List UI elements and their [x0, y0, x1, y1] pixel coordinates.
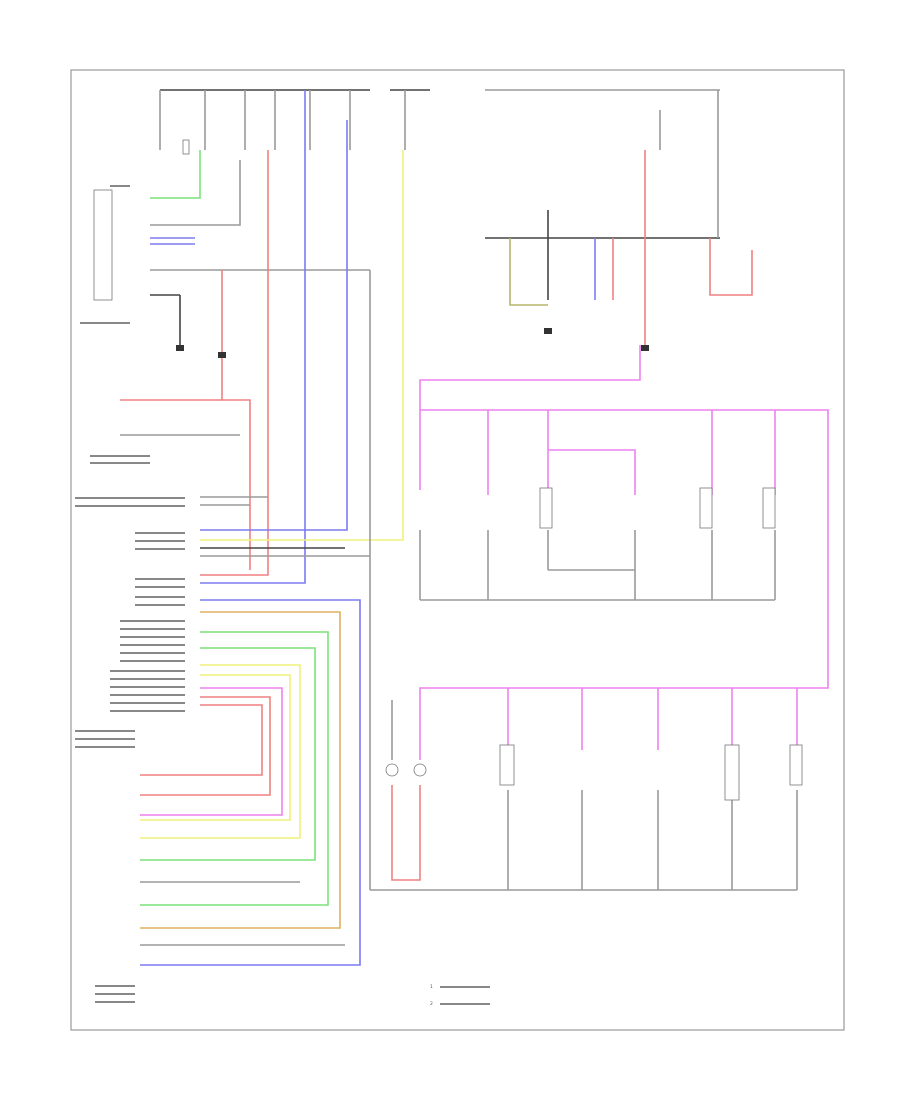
legend-num-2: 2 — [430, 1001, 433, 1007]
wire-green-upper — [150, 150, 201, 199]
fuse-feed-group — [159, 89, 720, 150]
component-blocks — [93, 139, 803, 801]
connector-labels — [75, 185, 490, 1005]
wire-red-left — [200, 150, 269, 576]
wire-pink-bus — [419, 345, 829, 760]
legend-num-1: 1 — [430, 984, 433, 990]
wire-yellow-main — [200, 150, 404, 541]
diagram-frame — [70, 69, 845, 1031]
wire-blue-left — [200, 90, 306, 584]
ground-symbols — [176, 328, 649, 358]
